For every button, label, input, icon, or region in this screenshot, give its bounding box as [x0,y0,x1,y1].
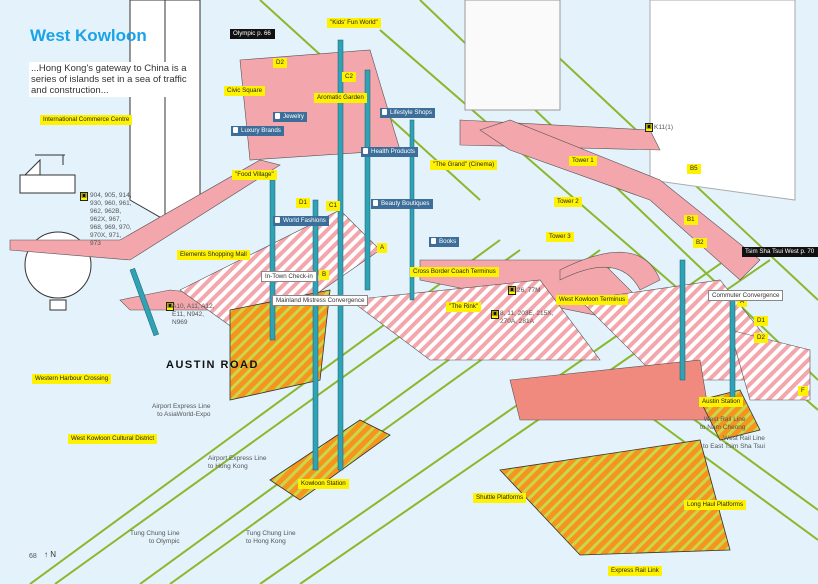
bus-routes-west: 904, 905, 914, 930, 960, 961, 962, 962B,… [90,192,132,247]
label-exit-b1: B1 [684,215,698,225]
bus-icon: ▣ [166,302,174,311]
minibus-icon: ▣ [491,310,499,319]
label-west-kowloon-cultural-district: West Kowloon Cultural District [68,434,158,444]
label-commuter-convergence: Commuter Convergence [708,290,784,301]
intro-text: ...Hong Kong's gateway to China is a ser… [29,62,193,97]
label-west-kowloon-terminus: West Kowloon Terminus [556,295,629,305]
label-aromatic-garden: Aromatic Garden [314,93,367,103]
shop-health-products: Health Products [361,147,419,157]
label-exit-b: B [319,270,330,280]
bus-routes-k11: K11(1) [654,124,674,131]
shop-luxury-brands: Luxury Brands [231,126,284,136]
north-arrow-icon: ↑ [44,550,48,559]
label-cross-border-coach-terminus: Cross Border Coach Terminus [410,267,499,277]
label-exit-c2: C2 [342,72,356,82]
rail-platforms [229,289,761,556]
label-tower-1: Tower 1 [569,156,597,166]
page-title: West Kowloon [30,26,147,45]
label-exit-d2: D2 [273,58,287,68]
label-shuttle-platforms: Shuttle Platforms [473,493,527,503]
nav-tag-olympic[interactable]: Olympic p. 66 [230,29,275,39]
rail-note-west-rail-nam-cheong: West Rail Line to Nam Cheong [700,416,746,431]
label-exit-d1: D1 [296,198,310,208]
label-tower-3: Tower 3 [546,232,574,242]
rail-note-west-rail-east-tst: West Rail Line to East Tsim Sha Tsui [703,435,765,450]
rail-note-tung-chung-hong-kong: Tung Chung Line to Hong Kong [246,530,296,545]
label-mainland-mistress-convergence: Mainland Mistress Convergence [272,295,369,306]
crane [19,154,76,194]
label-kowloon-station: Kowloon Station [298,479,349,489]
label-exit-a-right: A [737,297,748,307]
bus-routes-south: A10, A11, A12, E11, N942, N969 [172,303,215,326]
bus-icon: ▣ [645,123,653,132]
label-the-rink: "The Rink" [446,302,482,312]
label-exit-b5: B5 [687,164,701,174]
label-exit-f: F [798,386,808,396]
label-exit-c1: C1 [326,201,340,211]
pillars [129,39,736,471]
label-elements-shopping-mall: Elements Shopping Mall [177,250,250,260]
label-exit-a: A [377,243,388,253]
shop-beauty-boutiques: Beauty Boutiques [371,199,433,209]
bus-routes-8: 8, 11, 203E, 215X, 270A, 281A [500,310,554,325]
shop-world-fashions: World Fashions [273,216,329,226]
label-international-commerce-centre: International Commerce Centre [40,115,133,125]
north-arrow: ↑ N [44,550,56,559]
page-number: 68 [29,553,37,560]
shop-lifestyle-shops: Lifestyle Shops [380,108,435,118]
shop-jewelry: Jewelry [273,112,307,122]
road-label-austin-road: AUSTIN ROAD [166,359,259,371]
label-in-town-check-in: In-Town Check-in [261,271,317,282]
label-exit-d1-right: D1 [754,316,768,326]
label-exit-b2: B2 [693,238,707,248]
label-express-rail-link: Express Rail Link [608,566,662,576]
label-civic-square: Civic Square [224,86,266,96]
label-exit-d2-right: D2 [754,333,768,343]
shop-books: Books [429,237,460,247]
bus-routes-26: 26, 77M [517,287,541,294]
label-austin-station: Austin Station [699,397,744,407]
rail-note-airport-express-asiaworld: Airport Express Line to AsiaWorld-Expo [152,403,211,418]
nav-tag-tsim-sha-tsui-west[interactable]: Tsim Sha Tsui West p. 70 [742,247,818,257]
label-food-village: "Food Village" [232,170,277,180]
label-tower-2: Tower 2 [554,197,582,207]
north-label: N [50,550,57,559]
label-western-harbour-crossing: Western Harbour Crossing [32,374,112,384]
rail-note-tung-chung-olympic: Tung Chung Line to Olympic [130,530,180,545]
rail-note-airport-express-hong-kong: Airport Express Line to Hong Kong [208,455,267,470]
label-kids-fun-world: "Kids' Fun World" [327,18,381,28]
bus-icon: ▣ [508,286,516,295]
label-the-grand-cinema: "The Grand" (Cinema) [430,160,498,170]
bus-icon: ▣ [80,192,88,201]
label-long-haul-platforms: Long Haul Platforms [684,500,747,510]
